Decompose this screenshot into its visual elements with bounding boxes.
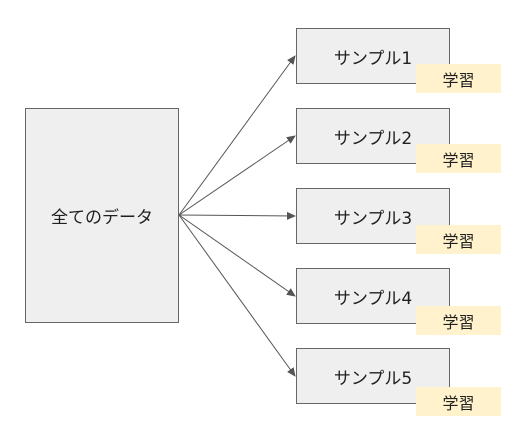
sample-box-5: サンプル5 bbox=[296, 348, 450, 404]
arrow-to-sample-1 bbox=[178, 55, 296, 216]
source-box: 全てのデータ bbox=[25, 108, 179, 323]
training-tag-5: 学習 bbox=[416, 387, 501, 416]
sample-label-3: サンプル3 bbox=[333, 208, 413, 229]
training-tag-label-2: 学習 bbox=[442, 150, 475, 170]
training-tag-label-4: 学習 bbox=[442, 312, 475, 332]
training-tag-label-5: 学習 bbox=[442, 393, 475, 413]
sample-label-2: サンプル2 bbox=[333, 128, 413, 149]
training-tag-3: 学習 bbox=[416, 225, 501, 254]
arrow-to-sample-3 bbox=[178, 211, 296, 220]
sample-label-1: サンプル1 bbox=[333, 48, 413, 69]
arrow-to-sample-5 bbox=[178, 214, 296, 377]
training-tag-2: 学習 bbox=[416, 144, 501, 173]
arrow-to-sample-4 bbox=[178, 214, 296, 297]
arrow-to-sample-2 bbox=[178, 135, 296, 216]
training-tag-label-1: 学習 bbox=[442, 70, 475, 90]
training-tag-1: 学習 bbox=[416, 64, 501, 93]
training-tag-4: 学習 bbox=[416, 306, 501, 335]
sample-box-3: サンプル3 bbox=[296, 188, 450, 244]
source-label: 全てのデータ bbox=[51, 208, 153, 228]
sample-box-4: サンプル4 bbox=[296, 268, 450, 324]
sample-label-5: サンプル5 bbox=[333, 368, 413, 389]
training-tag-label-3: 学習 bbox=[442, 231, 475, 251]
sample-label-4: サンプル4 bbox=[333, 288, 413, 309]
